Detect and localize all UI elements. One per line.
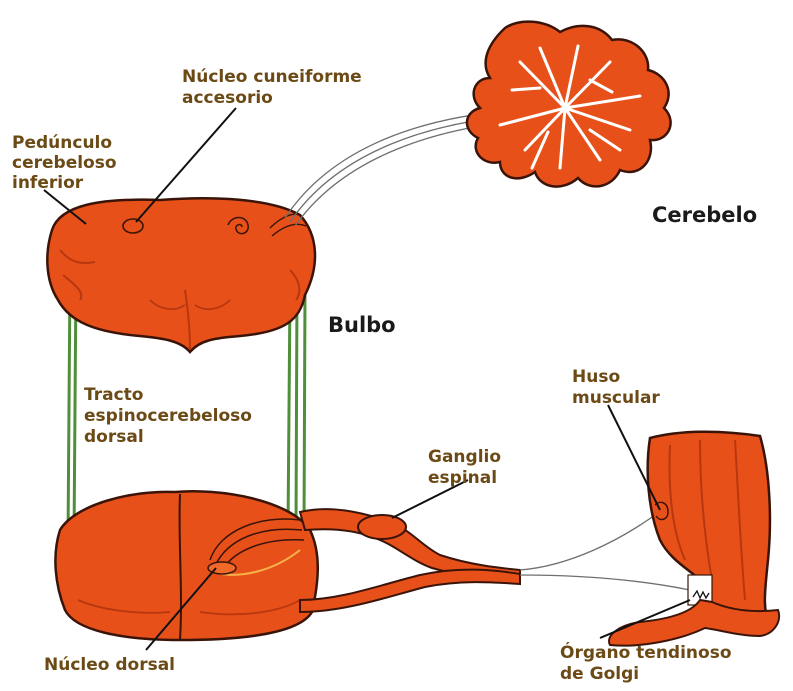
medulla-section-icon [47, 198, 315, 352]
ganglio-line2: espinal [428, 468, 497, 488]
huso-line2: muscular [572, 388, 660, 408]
nucleo-cuneiforme-line1: Núcleo cuneiforme [182, 67, 362, 87]
tracto-line3: dorsal [84, 427, 144, 447]
cerebelo-label: Cerebelo [652, 203, 757, 227]
pedunculo-line2: cerebeloso [12, 153, 117, 173]
ganglio-line1: Ganglio [428, 447, 501, 467]
spinal-cord-section-icon [55, 491, 317, 640]
pedunculo-label: Pedúnculo cerebeloso inferior [12, 133, 122, 193]
organo-golgi-label: Órgano tendinoso de Golgi [560, 641, 737, 684]
muscle-icon [609, 432, 779, 646]
pedunculo-line1: Pedúnculo [12, 133, 112, 153]
nucleo-cuneiforme-line2: accesorio [182, 88, 273, 108]
organo-golgi-line2: de Golgi [560, 664, 639, 684]
tracto-label: Tracto espinocerebeloso dorsal [84, 385, 258, 447]
nucleo-cuneiforme-label: Núcleo cuneiforme accesorio [182, 67, 368, 108]
huso-label: Huso muscular [572, 367, 660, 408]
ganglio-label: Ganglio espinal [428, 447, 507, 488]
nucleo-dorsal-label: Núcleo dorsal [44, 655, 175, 675]
tracto-line1: Tracto [84, 385, 143, 405]
tracto-line2: espinocerebeloso [84, 406, 252, 426]
huso-line1: Huso [572, 367, 620, 387]
bulbo-label: Bulbo [328, 313, 396, 337]
organo-golgi-line1: Órgano tendinoso [560, 641, 732, 663]
cerebellum-icon [467, 22, 671, 187]
spinal-ganglion [300, 509, 520, 612]
pedunculo-line3: inferior [12, 173, 84, 193]
